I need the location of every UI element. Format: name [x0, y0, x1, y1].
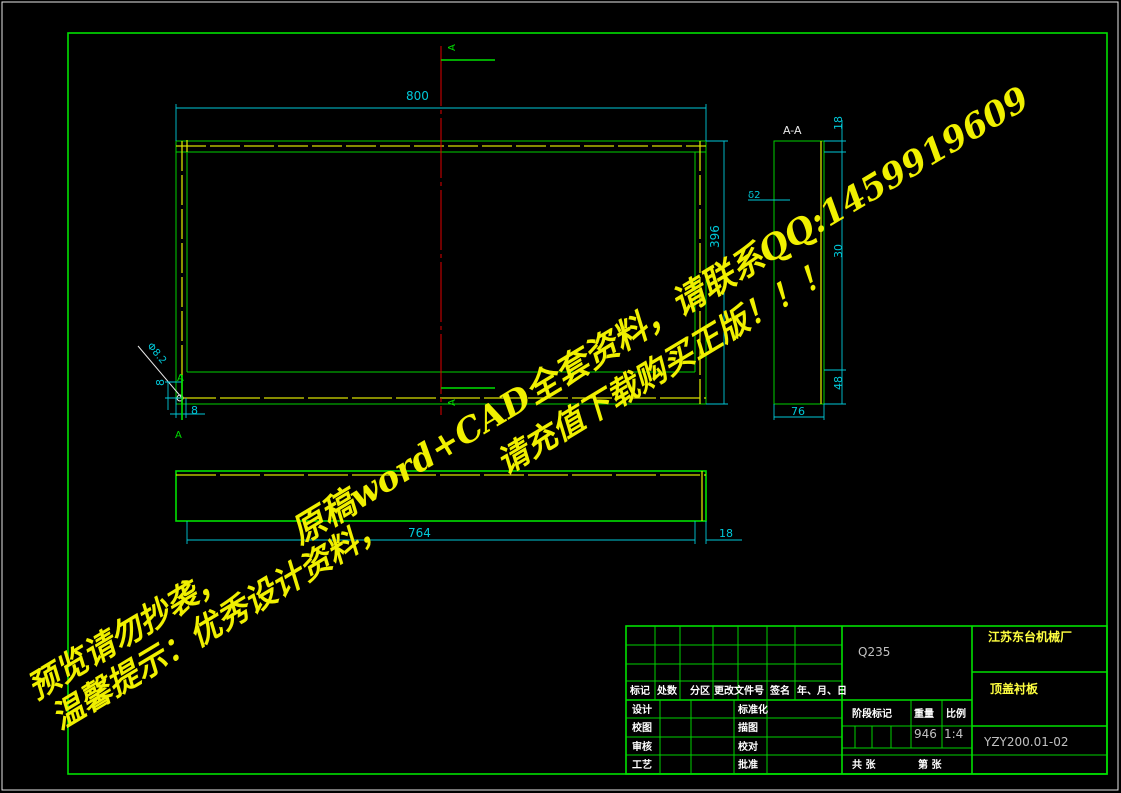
- drawing-frame: [67, 32, 1108, 775]
- section-label-top: A: [447, 44, 458, 51]
- section-label-bottom: A: [447, 399, 458, 406]
- left_labels-2: 审核: [632, 740, 652, 753]
- section-view: A-A 18 30 48 δ2 76: [748, 116, 846, 420]
- bottom-view: 764 18: [175, 470, 742, 544]
- section-title: A-A: [783, 124, 802, 137]
- dim-800: 800: [175, 89, 707, 141]
- company-text: 江苏东台机械厂: [988, 629, 1072, 644]
- weight-text: 946: [914, 727, 937, 741]
- dim-18-bottom-text: 18: [719, 527, 733, 540]
- part-name-text: 顶盖衬板: [990, 681, 1039, 696]
- dim-396: 396: [706, 140, 728, 405]
- dim-396-text: 396: [708, 225, 722, 248]
- rev_labels-5: 年、月、日: [797, 684, 847, 697]
- left-detail: Φ8.2 8 8 A A: [137, 341, 205, 441]
- rev_labels-0: 标记: [629, 684, 650, 697]
- revision-labels: 标记处数分区更改文件号签名年、月、日: [629, 684, 847, 697]
- dim-800-text: 800: [406, 89, 429, 103]
- dim-side-48-text: 48: [832, 376, 845, 390]
- watermark-line4: 温馨提示：优秀设计资料，: [45, 507, 394, 737]
- scale-text: 1:4: [944, 727, 963, 741]
- dim-side-18-text: 18: [832, 116, 845, 130]
- title-block: [625, 625, 1108, 775]
- left_labels-1: 校图: [632, 721, 652, 734]
- left_labels-0: 设计: [632, 703, 652, 716]
- dim-dia-text: Φ8.2: [144, 341, 168, 366]
- rev_labels-1: 处数: [656, 684, 678, 697]
- left_labels-3: 工艺: [632, 758, 652, 771]
- rev_labels-3: 更改文件号: [714, 684, 764, 697]
- mid_labels-3: 批准: [738, 758, 758, 771]
- mid_labels-2: 校对: [738, 740, 758, 753]
- scale-label: 比例: [946, 707, 966, 720]
- stage-label: 阶段标记: [852, 707, 892, 720]
- dim-side-2-text: δ2: [748, 190, 760, 201]
- dim-side-76-text: 76: [791, 405, 805, 418]
- dim-8-v-text: 8: [154, 379, 167, 386]
- rev_labels-2: 分区: [690, 684, 710, 697]
- left-a-top: A: [177, 373, 184, 384]
- rev_labels-4: 签名: [769, 684, 790, 697]
- drawing-no-text: YZY200.01-02: [983, 735, 1068, 749]
- weight-label: 重量: [914, 707, 934, 720]
- sheet-label: 第 张: [918, 758, 942, 771]
- left-a-bottom: A: [175, 430, 182, 441]
- dim-8-h-text: 8: [191, 404, 198, 417]
- material-text: Q235: [858, 645, 890, 659]
- watermark: 原稿word+CAD全套资料，请联系QQ:1459919609 预览请勿抄袭， …: [21, 79, 1037, 737]
- dim-764-text: 764: [408, 526, 431, 540]
- sheets-label: 共 张: [852, 758, 876, 771]
- mid_labels-0: 标准化: [737, 703, 768, 716]
- watermark-line1: 原稿word+CAD全套资料，请联系QQ:1459919609: [284, 79, 1036, 553]
- dim-side-30-text: 30: [832, 244, 845, 258]
- mid_labels-1: 描图: [738, 721, 758, 734]
